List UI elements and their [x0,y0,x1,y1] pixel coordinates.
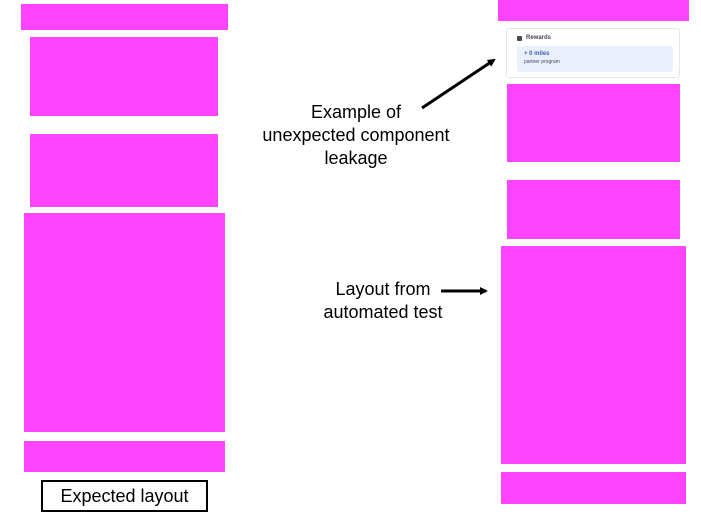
rewards-title: Rewards [526,35,552,41]
expected-block-footer [24,441,225,472]
expected-block-1 [30,37,218,116]
rewards-subtitle: partner program [524,59,560,65]
leakage-annotation: Example of unexpected component leakage [236,101,476,170]
rewards-header: Rewards [517,35,551,41]
test-block-footer [501,472,686,504]
leakage-annotation-line: leakage [324,148,388,168]
test-block-main [501,246,686,464]
automated-test-annotation: Layout from automated test [298,278,468,324]
leakage-annotation-line: Example of [310,102,402,122]
automated-annotation-line: automated test [323,302,443,322]
expected-block-2 [30,134,218,207]
expected-block-header [21,4,228,30]
rewards-miles-panel: + 0 miles partner program [517,46,673,72]
test-block-header [498,0,689,21]
leakage-annotation-line: unexpected component [262,125,450,145]
leaked-rewards-widget: Rewards + 0 miles partner program [506,28,680,78]
test-block-2 [507,180,680,239]
rewards-miles: + 0 miles [524,51,550,57]
expected-layout-caption: Expected layout [41,480,208,512]
expected-block-main [24,213,225,432]
test-block-1 [507,84,680,162]
automated-annotation-line: Layout from [335,279,431,299]
rewards-icon [517,35,522,41]
